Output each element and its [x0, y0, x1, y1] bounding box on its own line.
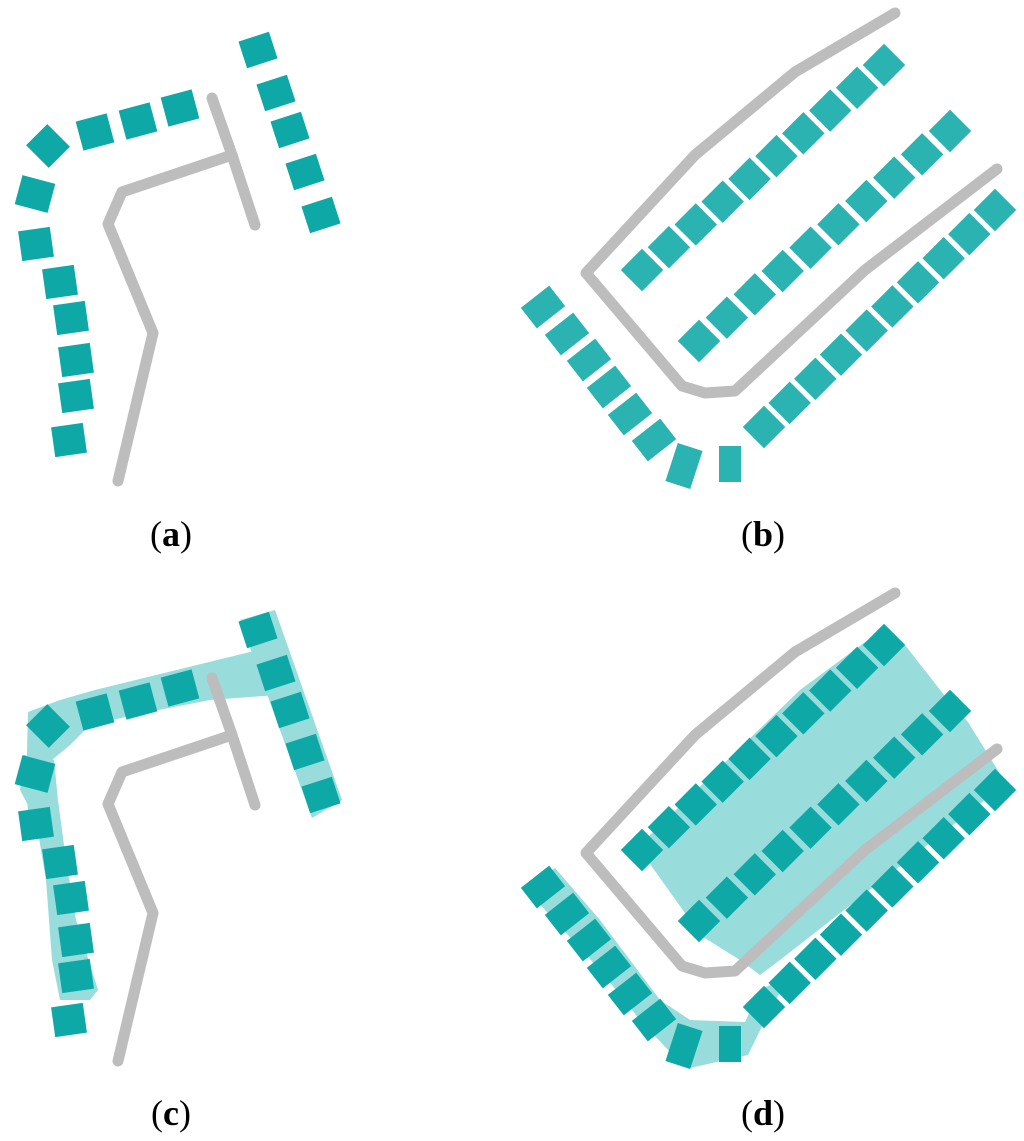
building-36 — [665, 442, 703, 490]
building-37 — [719, 446, 741, 482]
caption-b-letter: b — [752, 514, 774, 554]
building-2 — [18, 806, 54, 842]
caption-b: (b) — [740, 514, 786, 554]
building-15 — [301, 196, 341, 234]
building-33 — [586, 945, 632, 989]
road-d-main — [580, 587, 1003, 979]
caption-d-letter: d — [752, 1093, 774, 1133]
building-3 — [42, 264, 78, 300]
panel-c — [14, 610, 342, 1067]
building-9 — [118, 102, 158, 140]
building-30 — [520, 285, 566, 329]
caption-a-letter: a — [162, 514, 180, 554]
building-7 — [51, 1002, 87, 1038]
building-37 — [719, 1026, 741, 1062]
building-36 — [665, 1022, 703, 1070]
building-12 — [256, 654, 296, 692]
building-1 — [14, 175, 56, 213]
cluster-hull-lower — [525, 868, 790, 1068]
building-30 — [520, 865, 566, 909]
panel-a — [14, 31, 341, 487]
building-6 — [58, 958, 94, 994]
building-32 — [566, 338, 612, 382]
building-5 — [58, 342, 94, 378]
building-14 — [285, 153, 325, 191]
building-12 — [733, 273, 776, 316]
panel-d — [520, 587, 1017, 1070]
building-17 — [873, 156, 916, 199]
building-12 — [256, 74, 296, 112]
building-10 — [677, 319, 721, 363]
building-6 — [58, 378, 94, 414]
building-34 — [607, 972, 653, 1016]
building-4 — [53, 880, 89, 916]
building-0 — [26, 704, 70, 748]
building-9 — [118, 682, 158, 720]
caption-c: (c) — [151, 1093, 191, 1133]
building-32 — [566, 918, 612, 962]
building-19 — [928, 109, 972, 153]
building-31 — [544, 892, 590, 936]
building-13 — [270, 691, 310, 729]
panel-b — [520, 7, 1017, 490]
building-13 — [761, 249, 804, 293]
building-35 — [631, 418, 677, 462]
building-3 — [42, 844, 78, 880]
cluster-hull-top — [26, 650, 290, 830]
road-c-main — [102, 729, 238, 1067]
building-0 — [26, 124, 70, 168]
building-8 — [75, 693, 115, 731]
building-15 — [301, 776, 341, 814]
building-14 — [789, 226, 832, 269]
building-16 — [845, 179, 888, 223]
building-11 — [238, 611, 278, 649]
building-35 — [631, 998, 677, 1042]
building-10 — [160, 669, 200, 707]
building-18 — [900, 133, 944, 176]
building-2 — [18, 226, 54, 262]
building-13 — [270, 111, 310, 149]
building-4 — [53, 300, 89, 336]
road-b-main — [580, 7, 1003, 399]
building-33 — [586, 365, 632, 409]
road-a-main — [102, 149, 238, 487]
building-11 — [238, 31, 278, 69]
building-11 — [705, 296, 749, 339]
building-1 — [14, 755, 56, 793]
building-14 — [285, 733, 325, 771]
caption-d: (d) — [740, 1093, 786, 1133]
building-5 — [58, 922, 94, 958]
caption-a: (a) — [150, 514, 192, 554]
building-15 — [817, 203, 860, 246]
building-8 — [75, 113, 115, 151]
building-34 — [607, 392, 653, 436]
building-7 — [51, 422, 87, 458]
building-31 — [544, 312, 590, 356]
building-10 — [160, 89, 200, 127]
caption-c-letter: c — [163, 1093, 179, 1133]
